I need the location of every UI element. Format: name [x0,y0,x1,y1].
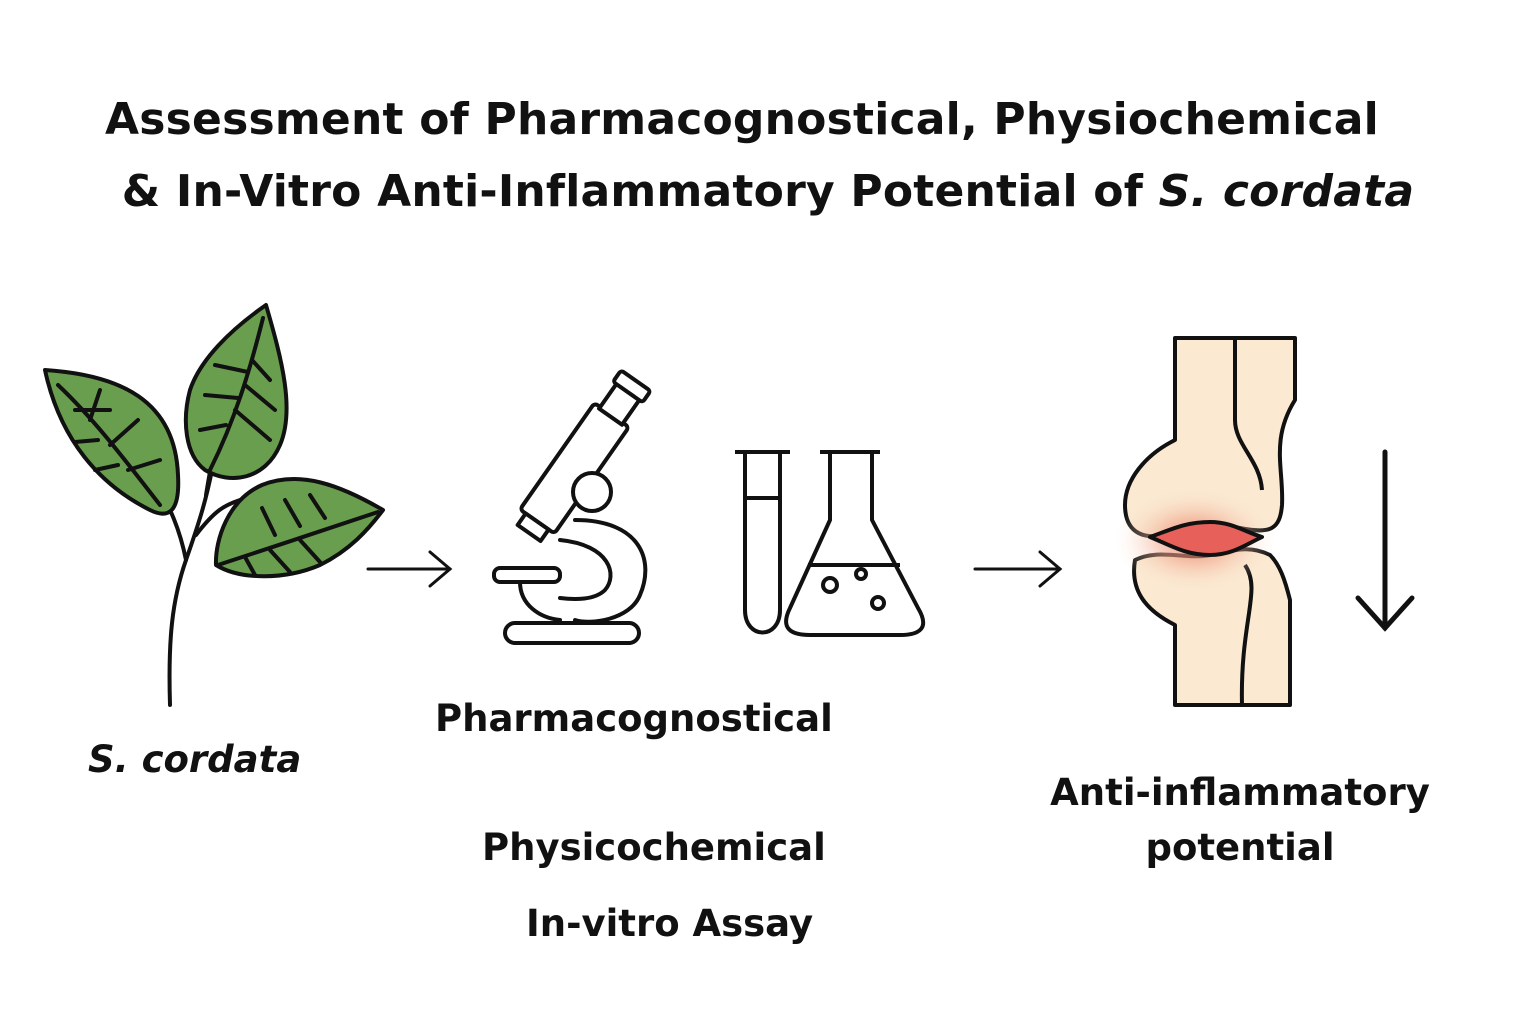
microscope-icon [492,369,652,645]
title-line-1: Assessment of Pharmacognostical, Physioc… [105,94,1379,145]
method-label-pharmacognostical: Pharmacognostical [435,697,833,740]
flask-icon [784,450,926,637]
method-label-in-vitro-assay: In-vitro Assay [526,902,814,945]
title-species-name: S. cordata [1158,166,1415,217]
title-line-2-prefix: & In-Vitro Anti-Inflammatory Potential o… [121,166,1159,217]
leaf-plant-icon [43,303,385,707]
arrow-right-icon [366,550,453,588]
method-label-physicochemical: Physicochemical [482,826,826,869]
arrow-right-icon [973,550,1063,588]
test-tube-icon [735,450,790,635]
title-line-2: & In-Vitro Anti-Inflammatory Potential o… [0,166,1536,217]
outcome-label-line-2: potential [1145,826,1335,869]
outcome-label-line-1: Anti-inflammatory [1050,771,1430,814]
arrow-down-icon [1355,449,1415,632]
outcome-label: Anti-inflammatory potential [1020,765,1460,875]
plant-label: S. cordata [88,738,302,781]
knee-joint-icon [1115,336,1297,707]
